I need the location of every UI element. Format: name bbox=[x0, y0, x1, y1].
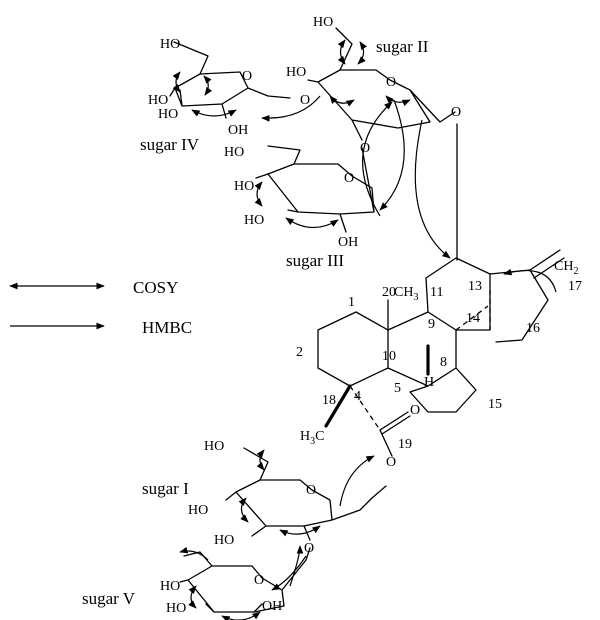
sugar-iii-label: sugar III bbox=[286, 251, 344, 270]
sugar-v-hmbc-1 bbox=[289, 545, 304, 587]
c8-dashed bbox=[455, 305, 489, 331]
sugar-iv-ho-top: HO bbox=[160, 37, 180, 52]
exo-methylene bbox=[529, 249, 565, 279]
sugar-iv-ho-mid: HO bbox=[158, 107, 178, 122]
num-5: 5 bbox=[394, 381, 401, 396]
num-14: 14 bbox=[466, 311, 480, 326]
sugar-v-label: sugar V bbox=[82, 589, 136, 608]
sugar-iii: HO HO HO OH O sugar III bbox=[224, 99, 405, 270]
sugar-v-oh: OH bbox=[262, 599, 282, 614]
sugar-iii-ring-o: O bbox=[344, 171, 354, 186]
num-20: 20 bbox=[382, 285, 396, 300]
ring-a bbox=[317, 311, 389, 387]
ring-b bbox=[387, 311, 457, 387]
num-17: 17 bbox=[568, 279, 582, 294]
sugar-i-ho-left: HO bbox=[188, 503, 208, 518]
num-4: 4 bbox=[354, 389, 361, 404]
sugar-v: HO HO OH O sugar V bbox=[82, 545, 311, 620]
sugar-i-ring bbox=[225, 447, 387, 541]
num-18: 18 bbox=[322, 393, 336, 408]
sugar-iii-ho-mid: HO bbox=[244, 213, 264, 228]
sugar-iii-hmbc-arrow-1 bbox=[379, 99, 405, 211]
sugar-iii-ho-top: HO bbox=[224, 145, 244, 160]
sugar-i-label: sugar I bbox=[142, 479, 189, 498]
sugar-iv-ho-left: HO bbox=[148, 93, 168, 108]
sugar-iii-oh: OH bbox=[338, 235, 358, 250]
sugar-v-ring-o: O bbox=[254, 573, 264, 588]
sugar-ii-cosy-1 bbox=[337, 39, 346, 65]
sugar-ii-ring-o: O bbox=[386, 75, 396, 90]
legend-hmbc-label: HMBC bbox=[142, 318, 192, 337]
num-1: 1 bbox=[348, 295, 355, 310]
sugar-i-ho-mid: HO bbox=[214, 533, 234, 548]
sugar-iii-hmbc-arrow-2 bbox=[362, 101, 393, 217]
sugar-i-hmbc-ester bbox=[339, 455, 375, 507]
sugar-v-ring bbox=[179, 547, 311, 613]
sugar-iii-ring bbox=[255, 145, 375, 233]
legend: COSY HMBC bbox=[9, 278, 192, 337]
sugar-i: HO HO HO O O sugar I bbox=[142, 439, 387, 556]
num-13: 13 bbox=[468, 279, 482, 294]
aglycone: CH3 CH2 H H3C O O 1 2 4 5 8 9 10 11 13 1… bbox=[296, 249, 582, 470]
sugar-ii-cosy-2 bbox=[357, 41, 367, 65]
legend-cosy-label: COSY bbox=[133, 278, 178, 297]
num-15: 15 bbox=[488, 397, 502, 412]
sugar-i-ho-top: HO bbox=[204, 439, 224, 454]
sugar-ii-ring bbox=[307, 27, 456, 141]
sugar-v-hmbc-2 bbox=[271, 555, 307, 591]
num-8: 8 bbox=[440, 355, 447, 370]
sugar-ii: HO HO O O O O sugar II bbox=[286, 15, 461, 156]
sugar-ii-cosy-4 bbox=[329, 95, 355, 107]
hmbc-ring-d bbox=[503, 268, 557, 293]
sugar-iv-cosy-3 bbox=[191, 109, 237, 117]
ring-b-lower bbox=[409, 367, 477, 413]
c20-ch3: CH3 bbox=[394, 285, 418, 303]
sugar-ii-ho-top: HO bbox=[313, 15, 333, 30]
hmbc-sugar-ii-aglycone bbox=[414, 119, 451, 259]
h9-label: H bbox=[424, 375, 434, 390]
c18-wedge bbox=[324, 384, 352, 428]
sugar-ii-o-anomeric: O bbox=[451, 105, 461, 120]
sugar-v-ho-left: HO bbox=[160, 579, 180, 594]
sugar-iv-ring-o: O bbox=[242, 69, 252, 84]
sugar-iv: HO HO HO OH O sugar IV bbox=[140, 37, 321, 154]
sugar-i-ring-o: O bbox=[306, 483, 316, 498]
sugar-i-cosy-3 bbox=[279, 525, 321, 537]
sugar-v-cosy-2 bbox=[179, 546, 209, 561]
num-9: 9 bbox=[428, 317, 435, 332]
sugar-iii-cosy-2 bbox=[285, 217, 339, 229]
num-19: 19 bbox=[398, 437, 412, 452]
sugar-ii-ho-left: HO bbox=[286, 65, 306, 80]
ester-carbonyl bbox=[379, 411, 411, 457]
sugar-v-cosy-3 bbox=[221, 611, 261, 620]
num-11: 11 bbox=[430, 285, 443, 300]
c17-ch2: CH2 bbox=[554, 259, 578, 277]
sugar-ii-o-link: O bbox=[300, 93, 310, 108]
num-10: 10 bbox=[382, 349, 396, 364]
ester-o: O bbox=[386, 455, 396, 470]
sugar-i-cosy-2 bbox=[256, 449, 265, 471]
sugar-iv-oh: OH bbox=[228, 123, 248, 138]
sugar-iv-cosy-1 bbox=[172, 71, 181, 93]
sugar-iv-label: sugar IV bbox=[140, 135, 200, 154]
sugar-iv-cosy-2 bbox=[203, 75, 213, 96]
sugar-ii-label: sugar II bbox=[376, 37, 429, 56]
sugar-v-ho-mid: HO bbox=[166, 601, 186, 616]
sugar-iv-ring bbox=[169, 41, 291, 119]
c18-h3c: H3C bbox=[300, 429, 324, 447]
sugar-ii-o-lower: O bbox=[360, 141, 370, 156]
num-2: 2 bbox=[296, 345, 303, 360]
sugar-iv-hmbc-arrow bbox=[261, 95, 321, 122]
sugar-iii-ho-left: HO bbox=[234, 179, 254, 194]
sugar-i-cosy-1 bbox=[238, 497, 249, 523]
sugar-i-o-link: O bbox=[304, 541, 314, 556]
sugar-v-cosy-1 bbox=[188, 585, 197, 609]
num-16: 16 bbox=[526, 321, 540, 336]
sugar-ii-cosy-3 bbox=[385, 95, 411, 107]
sugar-iii-cosy-1 bbox=[254, 181, 263, 207]
carbonyl-o: O bbox=[410, 403, 420, 418]
